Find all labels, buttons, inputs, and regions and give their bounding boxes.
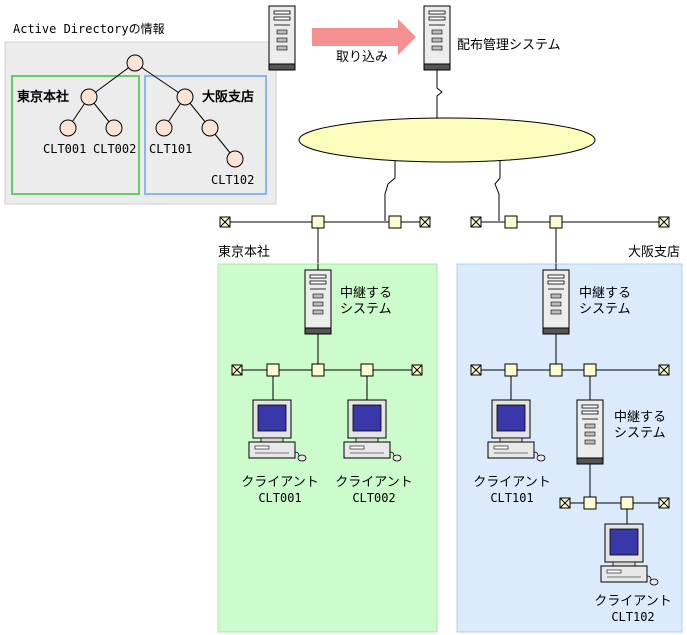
osaka-client-1-id: CLT101 — [490, 491, 533, 505]
tokyo-client-1-label: クライアント — [241, 475, 318, 490]
tokyo-client-2-id: CLT002 — [352, 491, 395, 505]
ad-node-label-clt002: CLT002 — [93, 142, 136, 156]
tokyo-region: 東京本社 中継する システム クライアント CLT001 クライアント CLT0… — [217, 244, 438, 633]
osaka-relay1-label-line2: システム — [579, 302, 631, 317]
ad-server-icon — [268, 5, 296, 71]
osaka-client-2-label: クライアント — [594, 594, 671, 609]
osaka-client-2-id: CLT102 — [611, 610, 654, 624]
tokyo-client-1-id: CLT001 — [258, 491, 301, 505]
tokyo-relay-label-line2: システム — [340, 302, 392, 317]
network-cloud — [298, 117, 596, 163]
ad-node-label-clt001: CLT001 — [43, 142, 86, 156]
import-label: 取り込み — [336, 50, 388, 65]
tokyo-wan-line — [219, 215, 431, 264]
tree-node-clt101 — [155, 119, 173, 137]
osaka-client-1-label: クライアント — [473, 475, 550, 490]
osaka-relay1-label-line1: 中継する — [579, 286, 631, 301]
osaka-relay-server-1-icon — [542, 269, 570, 335]
tokyo-label: 東京本社 — [218, 244, 270, 260]
ad-node-label-clt102: CLT102 — [211, 173, 254, 187]
tree-node-osaka-sub — [201, 119, 219, 137]
distribution-system-label: 配布管理システム — [457, 38, 561, 53]
distribution-server-icon — [423, 5, 451, 71]
ad-tokyo-label: 東京本社 — [17, 89, 69, 105]
osaka-wan-line — [470, 215, 670, 264]
ad-title: Active Directoryの情報 — [13, 22, 165, 36]
import-arrow — [312, 19, 416, 55]
tokyo-relay-label-line1: 中継する — [340, 286, 392, 301]
osaka-relay2-label-line2: システム — [614, 426, 666, 441]
ad-node-label-clt101: CLT101 — [149, 142, 192, 156]
ad-osaka-label: 大阪支店 — [202, 89, 254, 105]
osaka-label: 大阪支店 — [628, 245, 680, 260]
osaka-relay-server-2-icon — [576, 399, 604, 465]
osaka-region: 大阪支店 中継する システム クライアント CLT101 中継する システム ク… — [456, 245, 683, 633]
tokyo-relay-server-icon — [304, 269, 332, 335]
tree-node-clt002 — [105, 119, 123, 137]
tree-node-clt102 — [226, 150, 244, 168]
tree-node-osaka — [176, 88, 194, 106]
tokyo-client-2-label: クライアント — [335, 475, 412, 490]
tree-node-clt001 — [59, 119, 77, 137]
tree-node-tokyo — [80, 88, 98, 106]
active-directory-panel: Active Directoryの情報 東京本社 大阪支店 CLT001 CLT… — [4, 22, 277, 205]
osaka-relay2-label-line1: 中継する — [614, 410, 666, 425]
tree-root-node — [126, 54, 144, 72]
